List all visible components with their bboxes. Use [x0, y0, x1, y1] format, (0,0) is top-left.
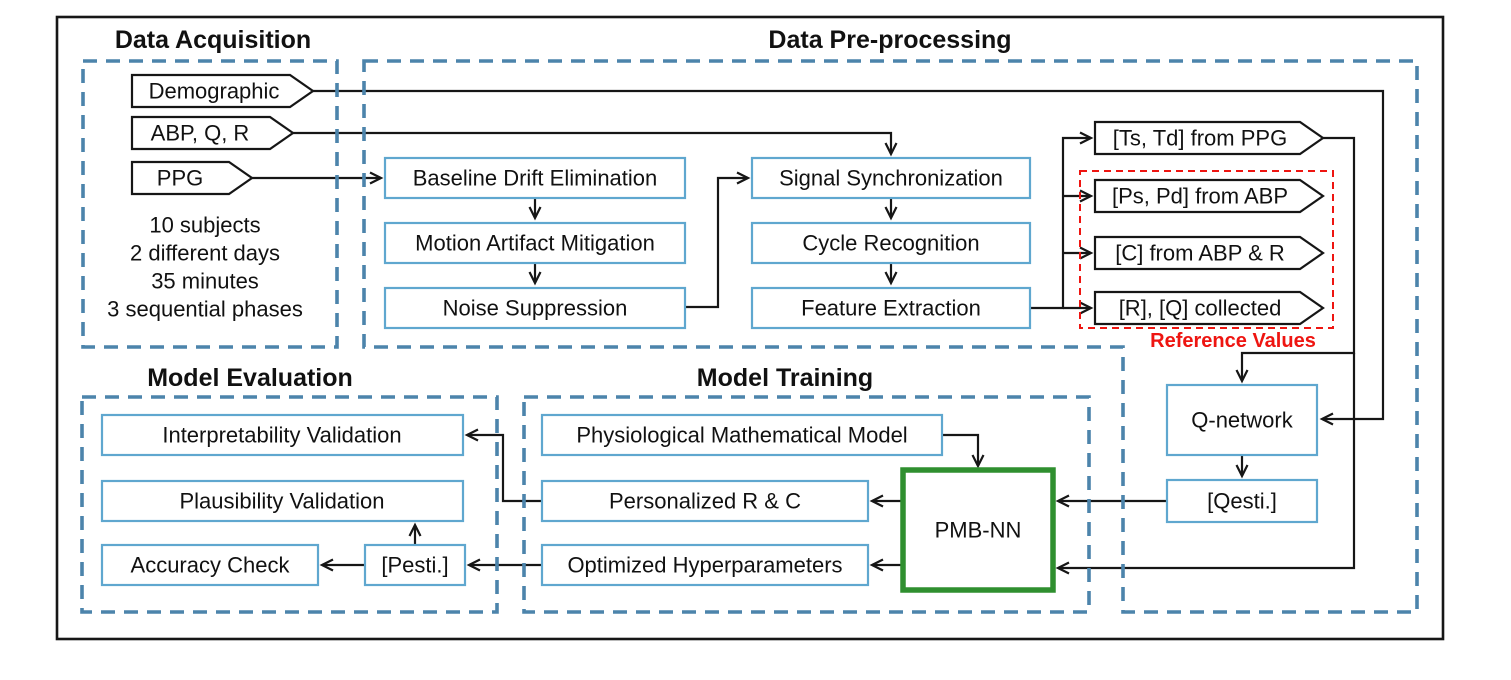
tag-r-q-collected: [1093, 290, 1325, 326]
section-box-data-acquisition: [81, 59, 339, 349]
node-feature-extraction: [750, 286, 1032, 330]
tag-ts-td-label: [Ts, Td] from PPG: [1113, 126, 1287, 151]
node-pesti: [363, 543, 467, 587]
node-plausibility-validation-label: Plausibility Validation: [179, 489, 384, 514]
output-tags: [Ts, Td] from PPG [Ps, Pd] from ABP [C] …: [1093, 120, 1325, 326]
diagram-outer-border: [55, 15, 1445, 641]
node-qesti-label: [Qesti.]: [1207, 489, 1277, 514]
info-subjects: 10 subjects: [149, 213, 260, 238]
node-motion-artifact-mitigation: [383, 221, 687, 265]
tag-abp-q-r-label: ABP, Q, R: [151, 121, 250, 146]
tag-ts-td: [1093, 120, 1325, 156]
section-box-data-preprocessing: [362, 59, 1419, 614]
tag-ppg: [130, 160, 254, 196]
reference-values-label: Reference Values: [1150, 330, 1316, 352]
node-personalized-r-c-label: Personalized R & C: [609, 489, 801, 514]
connectors: [252, 89, 1385, 575]
line-noise-to-signal-sync: [685, 171, 751, 309]
node-accuracy-check: [100, 543, 320, 587]
node-interpretability-validation: [100, 413, 465, 457]
node-pesti-label: [Pesti.]: [381, 553, 448, 578]
line-demographic-to-qnetwork: [313, 89, 1385, 426]
section-box-model-evaluation: [80, 395, 499, 614]
node-cycle-recognition-label: Cycle Recognition: [802, 231, 979, 256]
training-nodes: Physiological Mathematical Model Persona…: [540, 413, 944, 587]
node-plausibility-validation: [100, 479, 465, 523]
node-motion-artifact-mitigation-label: Motion Artifact Mitigation: [415, 231, 655, 256]
node-interpretability-validation-label: Interpretability Validation: [162, 423, 401, 448]
evaluation-nodes: Interpretability Validation Plausibility…: [100, 413, 467, 587]
node-signal-synchronization-label: Signal Synchronization: [779, 166, 1003, 191]
node-physiological-mathematical-model: [540, 413, 944, 457]
line-pmm-to-pmbnn: [942, 433, 985, 469]
node-noise-suppression-label: Noise Suppression: [443, 296, 628, 321]
node-pmb-nn: [900, 467, 1056, 593]
node-physiological-mathematical-model-label: Physiological Mathematical Model: [576, 423, 907, 448]
node-optimized-hyperparameters: [540, 543, 870, 587]
tag-ps-pd-label: [Ps, Pd] from ABP: [1112, 184, 1288, 209]
title-data-acquisition: Data Acquisition: [115, 26, 311, 54]
tag-c: [1093, 235, 1325, 271]
line-abpqr-to-signal-sync: [293, 131, 898, 157]
acquisition-info: 10 subjects 2 different days 35 minutes …: [107, 213, 303, 322]
node-optimized-hyperparameters-label: Optimized Hyperparameters: [567, 553, 842, 578]
info-days: 2 different days: [130, 241, 280, 266]
node-feature-extraction-label: Feature Extraction: [801, 296, 981, 321]
title-data-preprocessing: Data Pre-processing: [768, 26, 1011, 54]
section-box-model-training: [522, 395, 1091, 614]
title-model-evaluation: Model Evaluation: [147, 364, 353, 392]
node-baseline-drift-elimination: [383, 156, 687, 200]
title-model-training: Model Training: [697, 364, 873, 392]
preprocessing-nodes: Baseline Drift Elimination Motion Artifa…: [383, 156, 1032, 330]
node-pmb-nn-label: PMB-NN: [935, 518, 1022, 543]
info-minutes: 35 minutes: [151, 269, 259, 294]
line-personalized-to-interpretability: [464, 428, 542, 503]
tag-c-label: [C] from ABP & R: [1115, 241, 1285, 266]
node-qesti: [1165, 478, 1319, 524]
tag-ppg-label: PPG: [157, 166, 203, 191]
tag-demographic-label: Demographic: [149, 79, 280, 104]
network-nodes: Q-network [Qesti.] PMB-NN: [900, 383, 1319, 593]
info-phases: 3 sequential phases: [107, 297, 303, 322]
node-personalized-r-c: [540, 479, 870, 523]
acquisition-tags: Demographic ABP, Q, R PPG: [130, 73, 315, 196]
node-cycle-recognition: [750, 221, 1032, 265]
line-tstd-to-pmbnn: [1055, 353, 1356, 575]
node-baseline-drift-elimination-label: Baseline Drift Elimination: [413, 166, 658, 191]
node-signal-synchronization: [750, 156, 1032, 200]
tag-r-q-collected-label: [R], [Q] collected: [1119, 296, 1282, 321]
reference-values-box: [1079, 170, 1334, 329]
tag-abp-q-r: [130, 115, 295, 151]
node-noise-suppression: [383, 286, 687, 330]
node-q-network-label: Q-network: [1191, 408, 1293, 433]
node-accuracy-check-label: Accuracy Check: [131, 553, 291, 578]
tag-demographic: [130, 73, 315, 109]
tag-ps-pd: [1093, 178, 1325, 214]
line-feature-to-tstd: [1030, 131, 1094, 310]
node-q-network: [1165, 383, 1319, 457]
